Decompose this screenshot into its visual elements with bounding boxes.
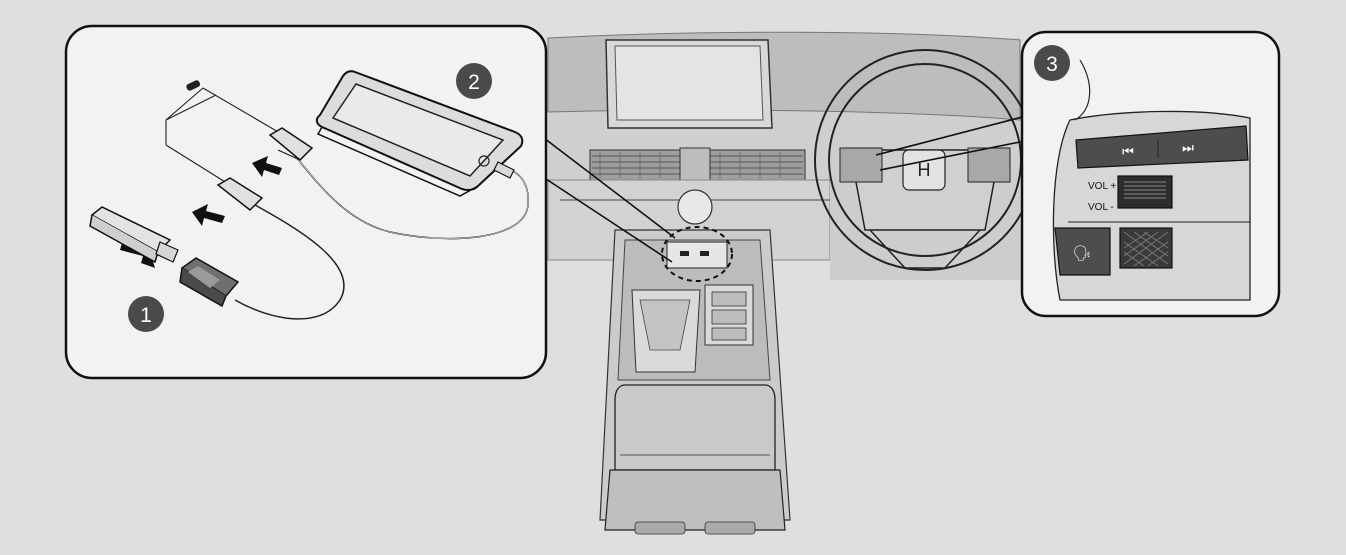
svg-text:2: 2 [468, 71, 480, 94]
vol-down-label: VOL - [1088, 202, 1114, 213]
callout-leader-lines [539, 114, 1031, 263]
volume-roller[interactable] [1117, 175, 1173, 209]
usb-c-plug-upper [268, 127, 314, 162]
usb-a-adaptor [179, 257, 240, 308]
usb-c-port-icon [186, 80, 201, 91]
svg-text:1: 1 [140, 304, 152, 327]
vol-up-label: VOL + [1088, 181, 1116, 192]
steering-controls-callout: ⏮ ⏭ VOL + VOL - 🗣 3 [1020, 30, 1281, 318]
usb-port-highlight [661, 226, 733, 282]
svg-text:3: 3 [1046, 53, 1058, 76]
usb-device-callout: 1 2 [64, 24, 548, 380]
selector-roller[interactable] [1119, 227, 1173, 269]
step-badge-1: 1 [128, 296, 164, 332]
next-track-icon[interactable]: ⏭ [1182, 141, 1194, 156]
usb-flash-drive [89, 206, 179, 264]
armrest [614, 384, 776, 471]
voice-command-button[interactable] [1054, 227, 1111, 276]
prev-track-icon[interactable]: ⏮ [1122, 145, 1134, 160]
smartphone [315, 70, 524, 197]
usb-c-plug-lower [216, 177, 264, 211]
vehicle-dashboard: H [547, 31, 1036, 535]
air-vent [589, 147, 806, 183]
track-skip-buttons [1075, 125, 1249, 169]
step-badge-2: 2 [456, 63, 492, 99]
usb-port-panel [666, 241, 728, 269]
svg-text:H: H [918, 160, 931, 180]
voice-icon: 🗣 [1072, 244, 1091, 262]
steering-wheel: H [814, 49, 1036, 271]
step-badge-3: 3 [1034, 45, 1070, 81]
control-knob [677, 189, 713, 225]
